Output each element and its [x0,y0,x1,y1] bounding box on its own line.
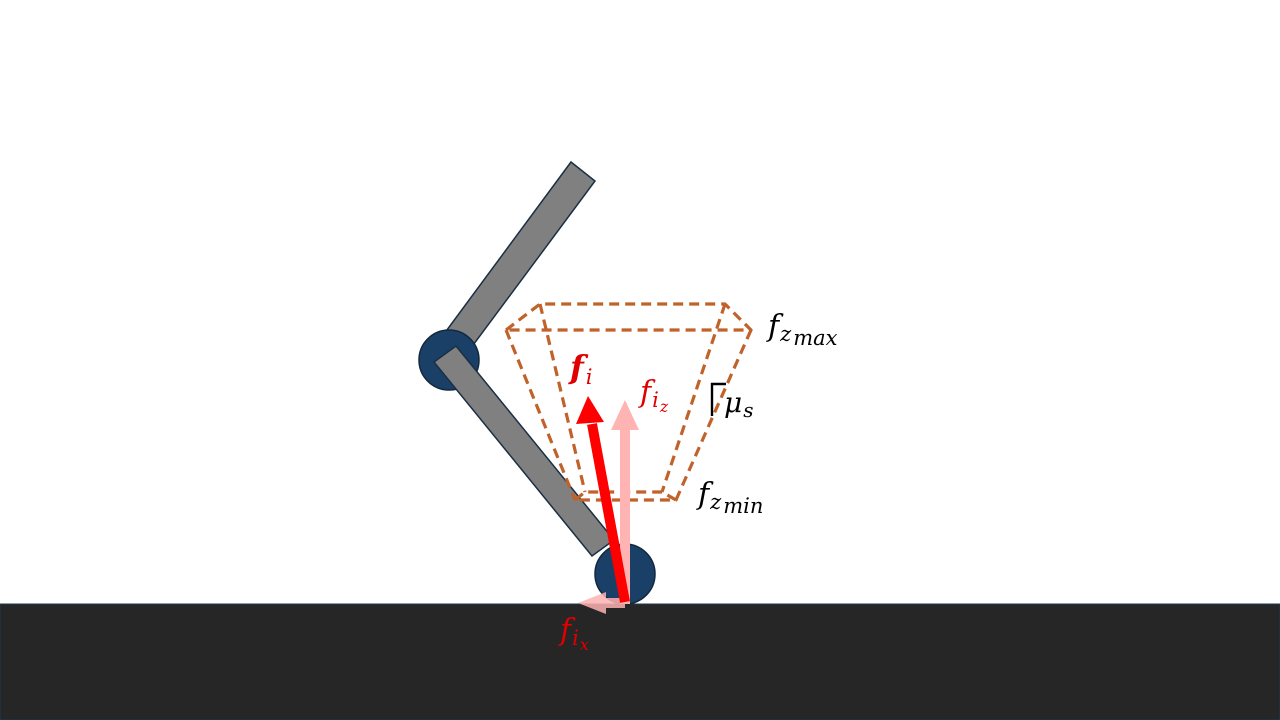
slope-marker-icon [710,382,726,416]
force-vector-arrow [576,396,630,603]
label-mu-s: μs [724,386,753,422]
cone-edge-left-front [504,329,577,501]
label-fiz: fiz [638,375,669,416]
upper-link [439,160,597,358]
cone-edge-right-back [660,303,727,493]
force-x-arrow [578,592,625,614]
label-fi: fi [568,348,592,389]
force-z-arrow [611,400,639,604]
cone-top-face [504,302,753,332]
cone-edge-left-back [538,303,587,493]
label-fzmin: fzmin [696,477,763,518]
friction-cone [504,302,753,502]
ground [0,603,1280,720]
label-fzmax: fzmax [766,309,838,350]
